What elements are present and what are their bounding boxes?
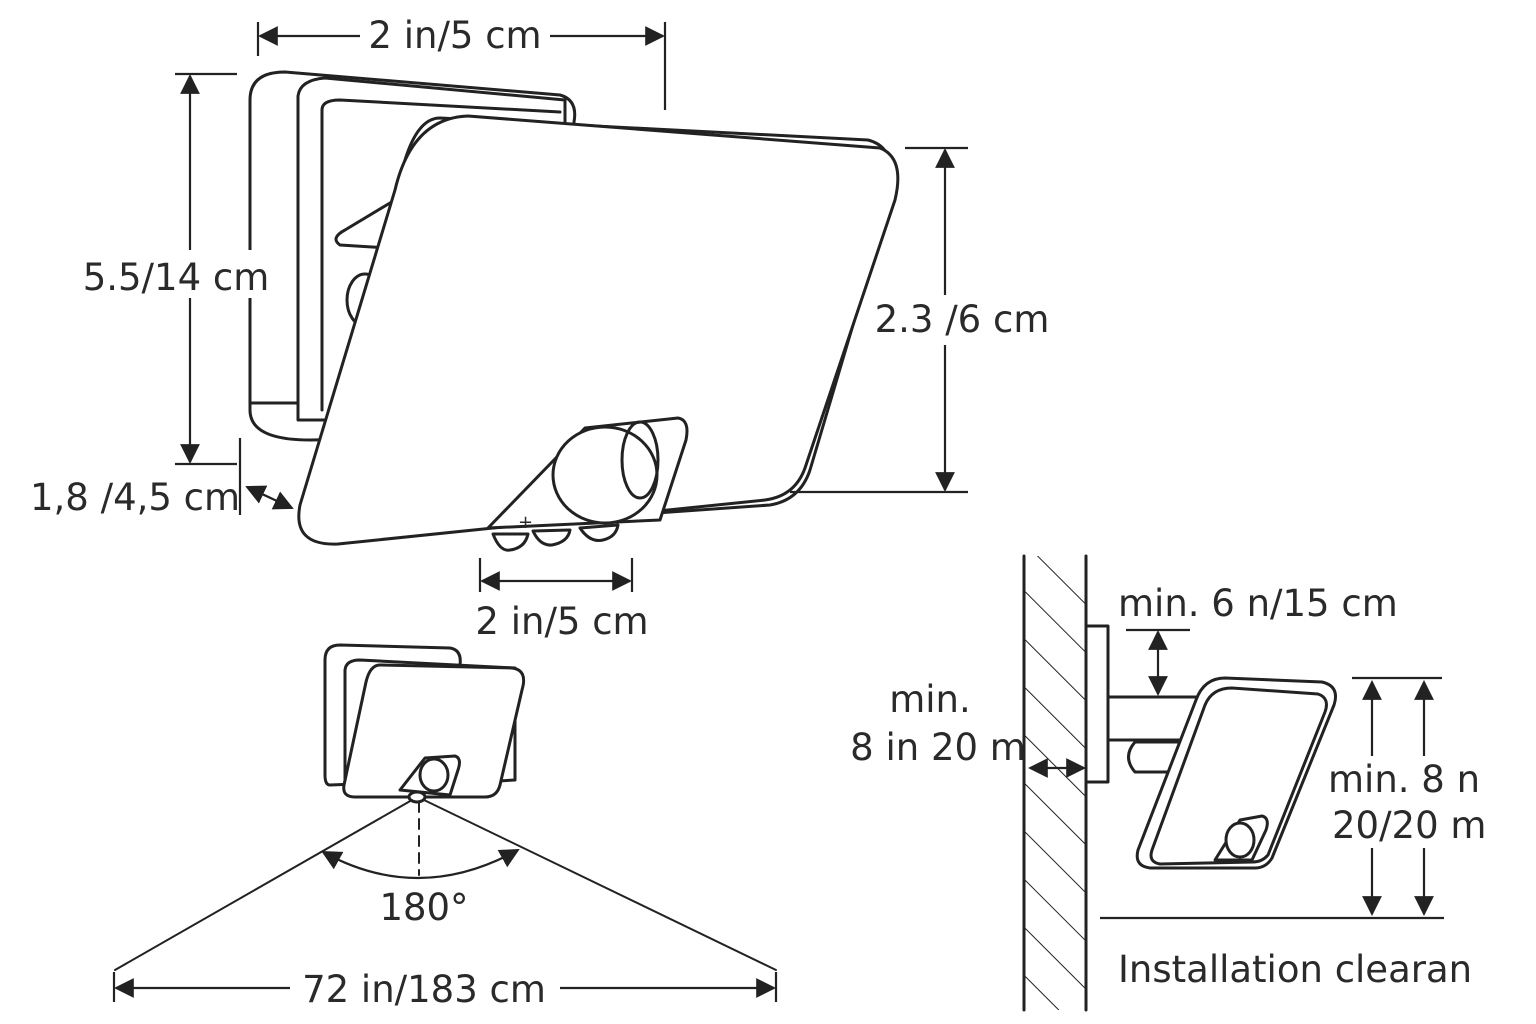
label-bg <box>1322 756 1492 848</box>
knob-2 <box>531 528 572 547</box>
wall-plate <box>1084 624 1110 784</box>
top-dimensions: 2 in/5 cm 5.5/14 cm 1,8 /4,5 cm 2.3 /6 c… <box>30 14 1055 643</box>
label-depth: 1,8 /4,5 cm <box>30 476 240 519</box>
sensor-lens-ring <box>620 420 660 500</box>
label-floor-clearance-line1: min. 8 n <box>1328 758 1480 801</box>
label-head-height: 2.3 /6 cm <box>875 298 1050 341</box>
label-bg <box>870 295 1055 345</box>
label-floor-clearance-line2: 20/20 m <box>1332 804 1486 847</box>
coverage-left-ray <box>114 799 413 971</box>
frame-inner-edge <box>320 98 562 114</box>
sensor-lens <box>551 425 659 525</box>
wall-hatch <box>1024 556 1086 1010</box>
side-lamp-face <box>1149 686 1328 866</box>
label-caption: Installation clearan <box>1118 948 1472 991</box>
label-coverage: 72 in/183 cm <box>302 968 546 1011</box>
small-head <box>342 663 526 799</box>
small-knob <box>407 790 427 804</box>
label-bg <box>82 250 272 298</box>
knob-3 <box>578 523 620 542</box>
label-wall-clearance-line1: min. <box>889 678 971 721</box>
dim-depth <box>245 485 294 510</box>
floodlight-large: + <box>248 70 900 552</box>
coverage-right-ray <box>423 799 777 971</box>
label-wall-clearance-line2: 8 in 20 m <box>850 726 1026 769</box>
label-ceiling-clearance: min. 6 n/15 cm <box>1118 582 1398 625</box>
coverage-diagram: 180° 72 in/183 cm <box>112 643 778 1011</box>
label-bg <box>360 14 550 58</box>
clearance-diagram: min. 6 n/15 cm min. 8 in 20 m min. 8 n 2… <box>850 554 1492 1012</box>
label-height: 5.5/14 cm <box>83 256 270 299</box>
lamp-head-face <box>297 114 900 546</box>
label-top-width: 2 in/5 cm <box>368 14 541 57</box>
knob-1 <box>491 532 530 552</box>
side-lens <box>1224 821 1256 859</box>
knob-symbol: + <box>518 512 533 533</box>
label-sensor-width: 2 in/5 cm <box>475 600 648 643</box>
label-bg <box>290 962 560 1008</box>
small-lens <box>418 757 450 793</box>
label-angle: 180° <box>379 886 468 929</box>
angle-arc <box>321 849 520 880</box>
